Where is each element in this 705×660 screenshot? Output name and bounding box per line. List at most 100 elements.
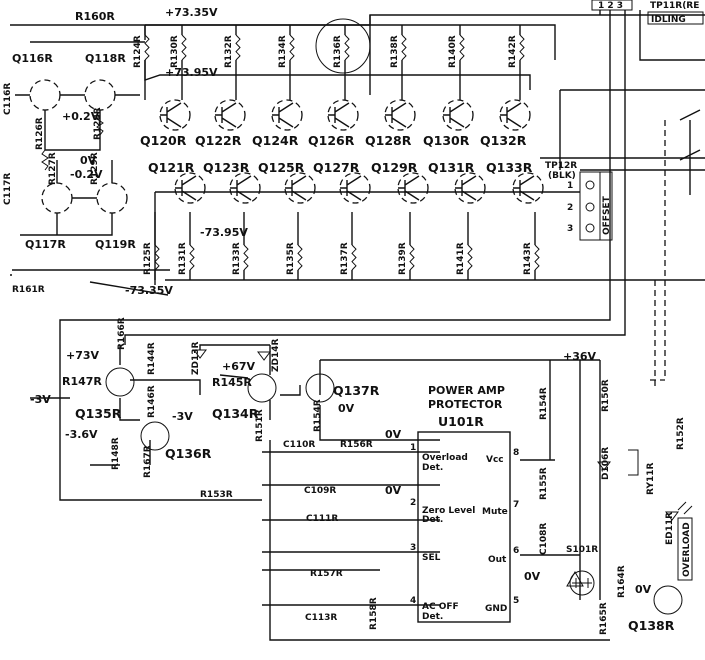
ic-pin1-label: Overload bbox=[422, 453, 468, 463]
label-r140r: R140R bbox=[448, 35, 458, 68]
transistor-q124r bbox=[271, 99, 303, 131]
top-wires bbox=[10, 10, 705, 296]
transistor-symbol bbox=[385, 102, 407, 128]
label-q131r: Q131R bbox=[428, 160, 475, 175]
bottom-resistor-r125r bbox=[154, 244, 160, 271]
label-q129r: Q129R bbox=[371, 160, 418, 175]
label-r133r: R133R bbox=[232, 242, 242, 275]
label-c117: C117R bbox=[3, 173, 13, 205]
label-r160: R160R bbox=[75, 10, 115, 23]
label-q120r: Q120R bbox=[140, 133, 187, 148]
label-r135r: R135R bbox=[286, 242, 296, 275]
label-tp12-pin3: 3 bbox=[567, 224, 573, 234]
label-q117: Q117R bbox=[25, 238, 66, 251]
label-r141r: R141R bbox=[456, 242, 466, 275]
label-r125r: R125R bbox=[143, 242, 153, 275]
label-m7395: -73.95V bbox=[200, 226, 248, 239]
label-vm3a: -3V bbox=[30, 393, 51, 406]
label-v0a: 0V bbox=[338, 402, 355, 415]
label-idling: IDLING bbox=[651, 15, 686, 25]
transistor-q132r bbox=[499, 99, 531, 131]
label-r150: R150R bbox=[601, 379, 611, 412]
top-resistor-r134r bbox=[289, 34, 295, 61]
bottom-resistor-r141r bbox=[467, 244, 473, 271]
label-vm36: -3.6V bbox=[65, 428, 98, 441]
transistor-q133r bbox=[512, 172, 544, 204]
transistor-q122r bbox=[214, 99, 246, 131]
label-zd14: ZD14R bbox=[271, 338, 281, 372]
label-q132r: Q132R bbox=[480, 133, 527, 148]
label-c116: C116R bbox=[3, 83, 13, 115]
label-r165: R165R bbox=[599, 602, 609, 635]
bottom-resistor-r131r bbox=[189, 244, 195, 271]
label-q135: Q135R bbox=[75, 406, 122, 421]
label-r138r: R138R bbox=[390, 35, 400, 68]
label-r130r: R130R bbox=[170, 35, 180, 68]
label-q133r: Q133R bbox=[486, 160, 533, 175]
transistor-q126r bbox=[327, 99, 359, 131]
label-q119: Q119R bbox=[95, 238, 136, 251]
label-q134: Q134R bbox=[212, 406, 259, 421]
label-r164: R164R bbox=[617, 565, 627, 598]
transistor-symbol bbox=[513, 175, 535, 201]
ic-pin8-num: 8 bbox=[513, 448, 519, 458]
transistor-q130r bbox=[442, 99, 474, 131]
ic-pin3-num: 3 bbox=[410, 543, 416, 553]
highlight-circle bbox=[315, 18, 371, 74]
ic-body bbox=[417, 431, 511, 623]
transistor-symbol bbox=[340, 175, 362, 201]
label-offset: OFFSET bbox=[602, 195, 612, 235]
label-r143r: R143R bbox=[523, 242, 533, 275]
ic-pin4-label: AC OFF bbox=[422, 602, 459, 612]
label-q118: Q118R bbox=[85, 52, 126, 65]
label-q116: Q116R bbox=[12, 52, 53, 65]
transistor-symbol bbox=[285, 175, 307, 201]
tp12-connector: TP12R (BLK) 1 2 3 OFFSET bbox=[545, 161, 613, 241]
label-v0c: 0V bbox=[385, 484, 402, 497]
ic-pin4-label2: Det. bbox=[422, 612, 443, 622]
label-r167: R167R bbox=[143, 445, 153, 478]
label-r157: R157R bbox=[310, 569, 343, 579]
label-v-p02: +0.2V bbox=[62, 110, 100, 123]
label-r126: R126R bbox=[35, 117, 45, 150]
label-vm3b: -3V bbox=[172, 410, 193, 423]
label-q127r: Q127R bbox=[313, 160, 360, 175]
ic-pin2-num: 2 bbox=[410, 498, 416, 508]
ic-pin7-num: 7 bbox=[513, 500, 519, 510]
label-m7335: -73.35V bbox=[125, 284, 173, 297]
label-r148: R148R bbox=[111, 437, 121, 470]
label-q138: Q138R bbox=[628, 618, 675, 633]
protector-labels: +73V R166R R147R -3V Q135R R144R ZD13R +… bbox=[30, 317, 402, 630]
idling-box bbox=[647, 11, 704, 25]
label-r151: R151R bbox=[255, 409, 265, 442]
ic-u101r: POWER AMP PROTECTOR U101R 1 Overload Det… bbox=[410, 384, 519, 623]
ic-pin1-label2: Det. bbox=[422, 463, 443, 473]
label-v36: +36V bbox=[563, 350, 597, 363]
transistor-symbol bbox=[160, 102, 182, 128]
label-r131r: R131R bbox=[178, 242, 188, 275]
label-r144: R144R bbox=[147, 342, 157, 375]
label-r153: R153R bbox=[200, 490, 233, 500]
left-transistor-block: Q116R Q118R +0.2V 0V -0.2V Q117R Q119R R… bbox=[3, 52, 140, 295]
right-section-labels: +36V R154R R150R R155R D106R C108R S101R… bbox=[524, 350, 693, 635]
bottom-resistor-r133r bbox=[243, 244, 249, 271]
label-zd13: ZD13R bbox=[191, 341, 201, 375]
overload-box bbox=[677, 517, 693, 581]
label-q128r: Q128R bbox=[365, 133, 412, 148]
transistor-q131r bbox=[454, 172, 486, 204]
label-c108: C108R bbox=[539, 523, 549, 555]
label-overload: OVERLOAD bbox=[682, 522, 692, 577]
transistor-symbol bbox=[455, 175, 477, 201]
ic-title-1: POWER AMP bbox=[428, 384, 505, 397]
label-r156: R156R bbox=[340, 440, 373, 450]
transistor-q125r bbox=[284, 172, 316, 204]
label-r127: R127R bbox=[48, 152, 58, 185]
top-resistor-r140r bbox=[459, 34, 465, 61]
label-v-m02: -0.2V bbox=[70, 168, 103, 181]
label-v0e: 0V bbox=[635, 583, 652, 596]
bottom-resistor-r143r bbox=[534, 244, 540, 271]
